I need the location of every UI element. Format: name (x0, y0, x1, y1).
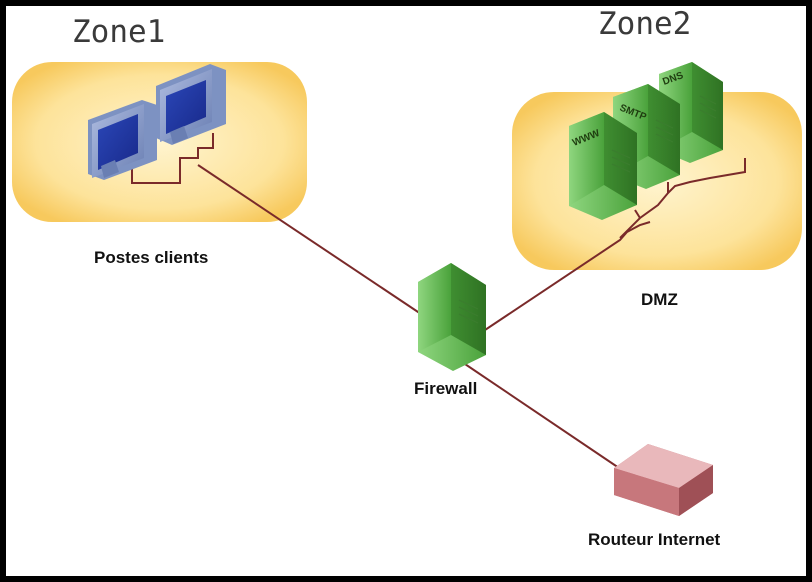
www-server: WWW (569, 112, 637, 220)
firewall-device (418, 263, 486, 371)
dmz-label: DMZ (641, 290, 678, 309)
client-monitor-2 (156, 64, 226, 145)
zone2-title: Zone2 (598, 6, 691, 42)
clients-switch-link (131, 133, 214, 184)
clients-label: Postes clients (94, 248, 208, 267)
zone1-title: Zone1 (72, 14, 165, 50)
dmz-www-drop (634, 209, 641, 219)
clients-firewall-link (197, 164, 431, 321)
dmz-backbone-link (619, 158, 746, 239)
client-monitor-1 (88, 100, 157, 180)
firewall-label: Firewall (414, 379, 477, 398)
network-links (131, 133, 746, 471)
router-device (614, 444, 713, 516)
firewall-router-link (461, 361, 623, 471)
router-label: Routeur Internet (588, 530, 721, 549)
zone1-pad (12, 62, 307, 222)
